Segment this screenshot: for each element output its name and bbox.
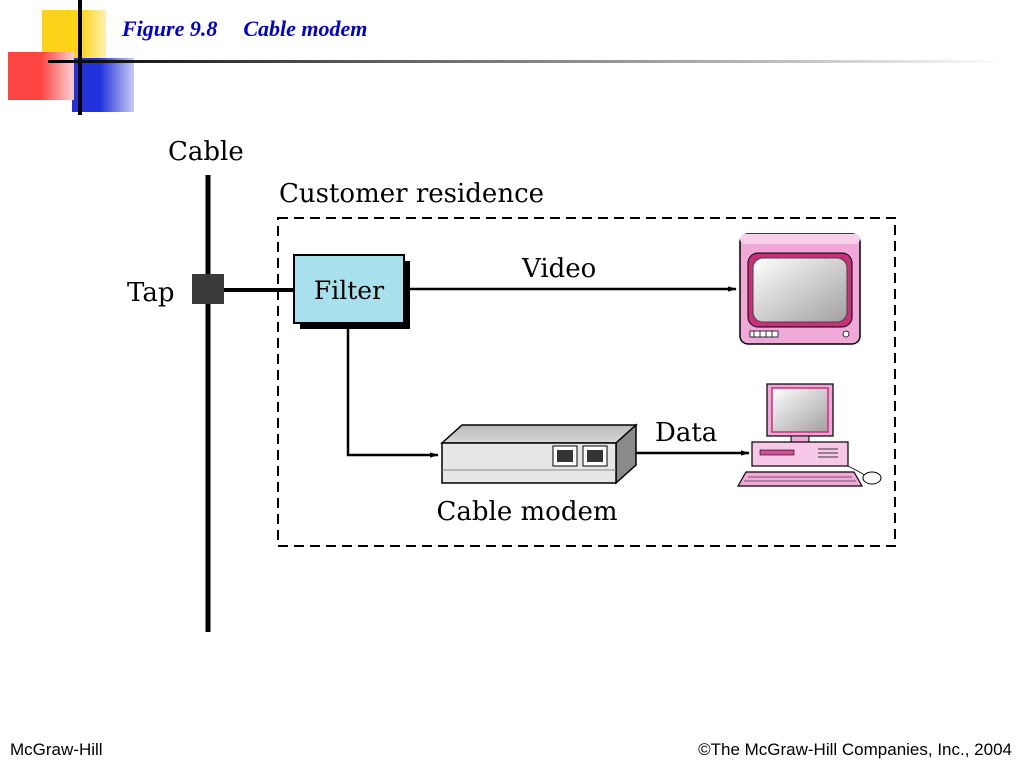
deco-vertical-line	[78, 0, 82, 115]
filter-label: Filter	[314, 276, 384, 305]
deco-yellow-block	[42, 10, 106, 60]
slide-title: Figure 9.8 Cable modem	[122, 16, 367, 42]
customer-residence-boundary	[277, 217, 896, 547]
tap-label: Tap	[127, 278, 174, 308]
footer-copyright: ©The McGraw-Hill Companies, Inc., 2004	[698, 740, 1012, 759]
filter-box	[293, 254, 405, 324]
footer-publisher: McGraw-Hill	[10, 740, 103, 759]
tap-box	[192, 274, 224, 304]
deco-blue-block	[72, 58, 134, 112]
cable-modem-icon	[440, 423, 638, 485]
video-label: Video	[521, 254, 596, 284]
cable-label: Cable	[168, 137, 244, 167]
tv-icon	[739, 233, 861, 345]
customer-residence-label: Customer residence	[279, 179, 544, 209]
cable-modem-label: Cable modem	[437, 497, 618, 527]
computer-icon	[736, 383, 882, 487]
filter-to-modem-arrow	[346, 329, 439, 458]
deco-horizontal-rule	[48, 60, 1008, 63]
figure-title: Cable modem	[243, 16, 368, 41]
figure-number: Figure 9.8	[122, 16, 218, 41]
data-label: Data	[655, 418, 717, 448]
